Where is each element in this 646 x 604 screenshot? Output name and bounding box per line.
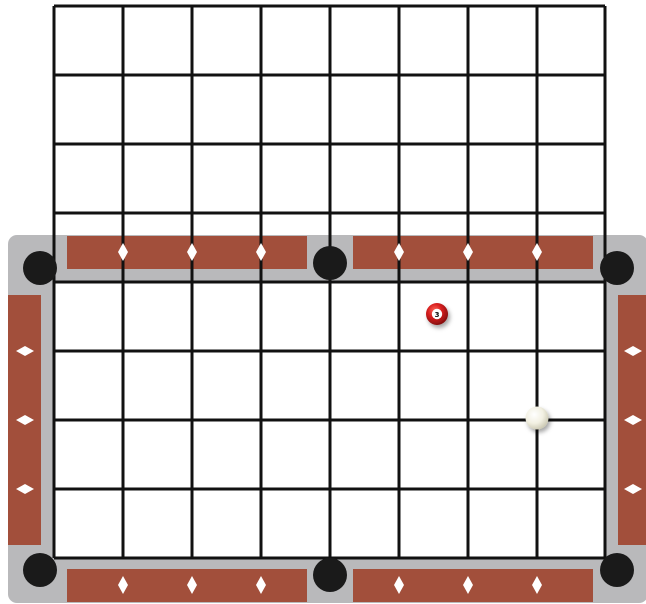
corner-pocket-top-left xyxy=(23,251,57,285)
corner-pocket-bottom-left xyxy=(23,553,57,587)
corner-pocket-top-right xyxy=(600,251,634,285)
side-pocket-top xyxy=(313,246,347,280)
object-ball-number: 3 xyxy=(435,311,440,319)
cue-ball-icon xyxy=(526,407,549,430)
cushion-top-right xyxy=(353,236,593,269)
cue-ball-body xyxy=(526,407,549,430)
cushion-bottom-right xyxy=(353,569,593,602)
side-pocket-bottom xyxy=(313,558,347,592)
object-ball-3-icon: 3 xyxy=(426,303,448,325)
corner-pocket-bottom-right xyxy=(600,553,634,587)
cushion-top-left xyxy=(67,236,307,269)
cushion-bottom-left xyxy=(67,569,307,602)
